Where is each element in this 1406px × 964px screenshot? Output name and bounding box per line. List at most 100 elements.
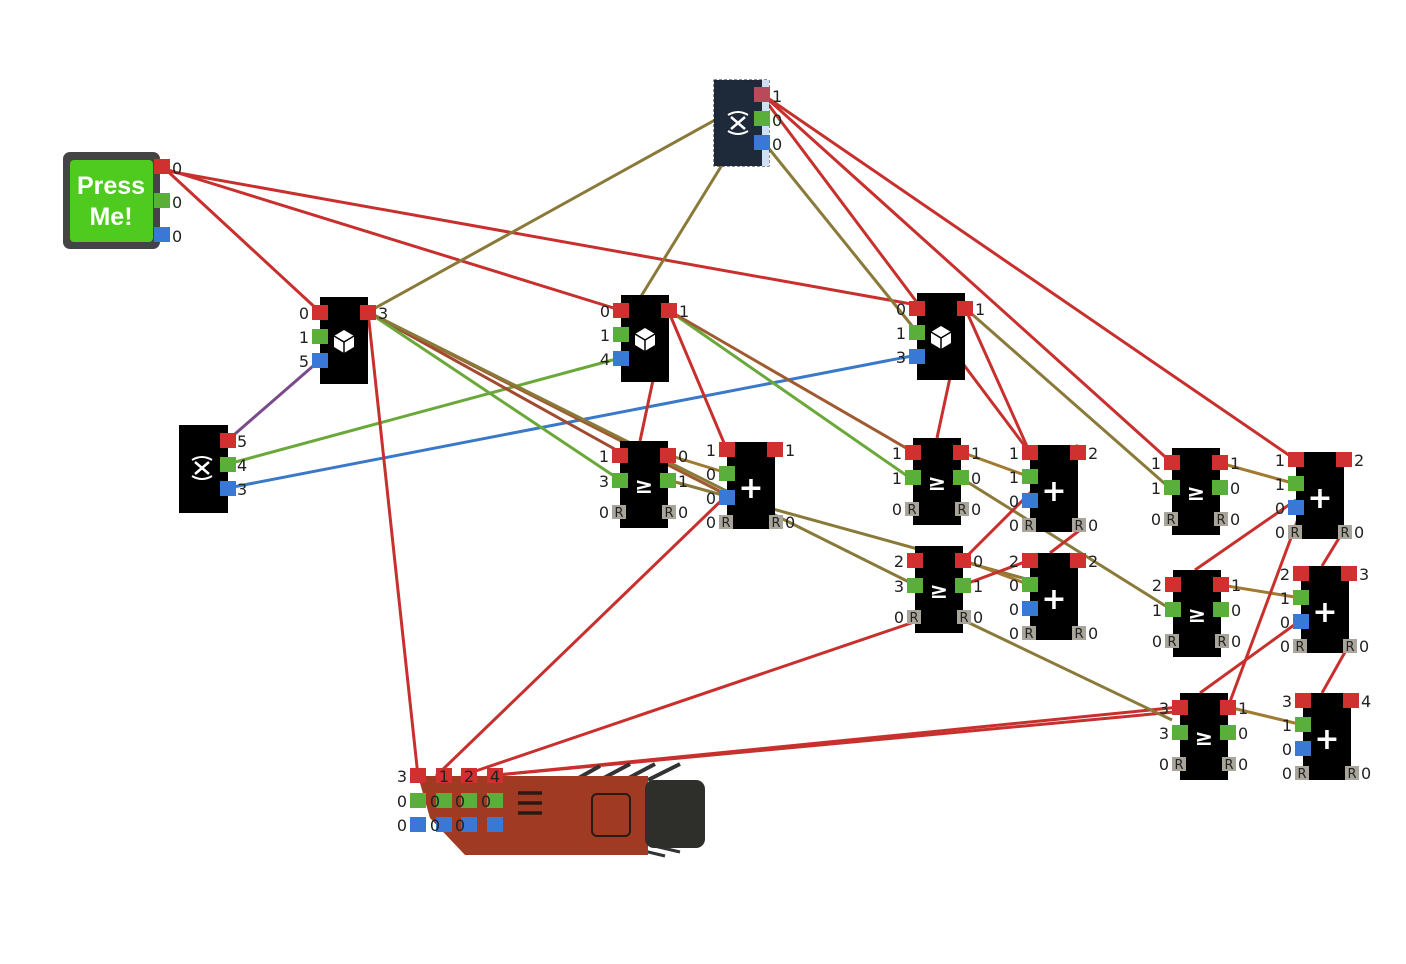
var-left-green-port[interactable]	[220, 457, 236, 472]
adder-output-port[interactable]	[1341, 566, 1357, 581]
robot-red-input-port[interactable]	[410, 768, 426, 783]
adder-input-a-port[interactable]	[1022, 445, 1038, 460]
adder-input-c-port[interactable]	[1022, 493, 1038, 508]
comparator-out-reset-port[interactable]	[1215, 634, 1229, 648]
robot-red-input-port[interactable]	[487, 768, 503, 783]
random-input-red-port[interactable]	[312, 305, 328, 320]
adder-output-port[interactable]	[1070, 445, 1086, 460]
adder-out-reset-port[interactable]	[1072, 518, 1086, 532]
comparator-out-reset-port[interactable]	[957, 610, 971, 624]
random-input-blue-port[interactable]	[613, 351, 629, 366]
comparator-output-b-port[interactable]	[955, 578, 971, 593]
comparator-input-a-port[interactable]	[1172, 700, 1188, 715]
random-input-blue-port[interactable]	[909, 349, 925, 364]
adder-input-b-port[interactable]	[1293, 590, 1309, 605]
comparator-output-b-port[interactable]	[1212, 480, 1228, 495]
comparator-output-b-port[interactable]	[660, 473, 676, 488]
adder-out-reset-port[interactable]	[769, 515, 783, 529]
adder-input-c-port[interactable]	[1022, 601, 1038, 616]
random-input-green-port[interactable]	[909, 325, 925, 340]
robot-red-input-port[interactable]	[461, 768, 477, 783]
adder-out-reset-port[interactable]	[1343, 639, 1357, 653]
random-output-red-port[interactable]	[957, 301, 973, 316]
comparator-input-a-port[interactable]	[905, 445, 921, 460]
robot-green-input-port[interactable]	[410, 793, 426, 808]
random-input-blue-port[interactable]	[312, 353, 328, 368]
var-top-blue-port[interactable]	[754, 135, 770, 150]
comparator-output-a-port[interactable]	[1213, 577, 1229, 592]
comparator-out-reset-port[interactable]	[955, 502, 969, 516]
comparator-output-a-port[interactable]	[953, 445, 969, 460]
comparator-input-a-port[interactable]	[1165, 577, 1181, 592]
var-top-red-port[interactable]	[754, 87, 770, 102]
variable-node-top[interactable]: 1 0 0	[713, 79, 782, 167]
adder-output-port[interactable]	[1070, 553, 1086, 568]
comparator-in-reset-port[interactable]	[612, 505, 626, 519]
robot-red-input-port[interactable]	[436, 768, 452, 783]
random-input-green-port[interactable]	[613, 327, 629, 342]
comparator-in-reset-port[interactable]	[907, 610, 921, 624]
button-output-green-port[interactable]	[154, 193, 170, 208]
adder-input-c-port[interactable]	[1295, 741, 1311, 756]
var-left-red-port[interactable]	[220, 433, 236, 448]
adder-in-reset-port[interactable]	[1295, 766, 1309, 780]
comparator-output-b-port[interactable]	[953, 470, 969, 485]
comparator-input-b-port[interactable]	[1164, 480, 1180, 495]
comparator-output-a-port[interactable]	[1212, 455, 1228, 470]
robot-blue-input-port[interactable]	[487, 817, 503, 832]
adder-output-port[interactable]	[1343, 693, 1359, 708]
adder-input-c-port[interactable]	[1288, 500, 1304, 515]
comparator-input-b-port[interactable]	[612, 473, 628, 488]
random-output-red-port[interactable]	[661, 303, 677, 318]
variable-node-left[interactable]: 5 4 3	[179, 425, 247, 513]
adder-input-b-port[interactable]	[719, 466, 735, 481]
random-input-red-port[interactable]	[909, 301, 925, 316]
comparator-in-reset-port[interactable]	[1165, 634, 1179, 648]
adder-in-reset-port[interactable]	[1288, 525, 1302, 539]
adder-out-reset-port[interactable]	[1072, 626, 1086, 640]
comparator-output-a-port[interactable]	[1220, 700, 1236, 715]
comparator-out-reset-port[interactable]	[1222, 757, 1236, 771]
adder-out-reset-port[interactable]	[1338, 525, 1352, 539]
random-input-red-port[interactable]	[613, 303, 629, 318]
button-output-blue-port[interactable]	[154, 227, 170, 242]
random-output-red-port[interactable]	[360, 305, 376, 320]
adder-in-reset-port[interactable]	[719, 515, 733, 529]
adder-in-reset-port[interactable]	[1022, 518, 1036, 532]
comparator-output-b-port[interactable]	[1220, 725, 1236, 740]
comparator-in-reset-port[interactable]	[1172, 757, 1186, 771]
robot-blue-input-port[interactable]	[436, 817, 452, 832]
adder-output-port[interactable]	[767, 442, 783, 457]
robot-green-input-port[interactable]	[461, 793, 477, 808]
comparator-output-a-port[interactable]	[660, 448, 676, 463]
adder-output-port[interactable]	[1336, 452, 1352, 467]
adder-input-b-port[interactable]	[1022, 577, 1038, 592]
comparator-input-b-port[interactable]	[905, 470, 921, 485]
adder-in-reset-port[interactable]	[1293, 639, 1307, 653]
comparator-in-reset-port[interactable]	[1164, 512, 1178, 526]
press-me-button[interactable]	[70, 160, 153, 242]
comparator-output-a-port[interactable]	[955, 553, 971, 568]
adder-input-b-port[interactable]	[1295, 717, 1311, 732]
comparator-input-b-port[interactable]	[1172, 725, 1188, 740]
comparator-input-b-port[interactable]	[1165, 602, 1181, 617]
adder-out-reset-port[interactable]	[1345, 766, 1359, 780]
robot-blue-input-port[interactable]	[410, 817, 426, 832]
robot-green-input-port[interactable]	[436, 793, 452, 808]
var-top-green-port[interactable]	[754, 111, 770, 126]
adder-input-c-port[interactable]	[719, 490, 735, 505]
